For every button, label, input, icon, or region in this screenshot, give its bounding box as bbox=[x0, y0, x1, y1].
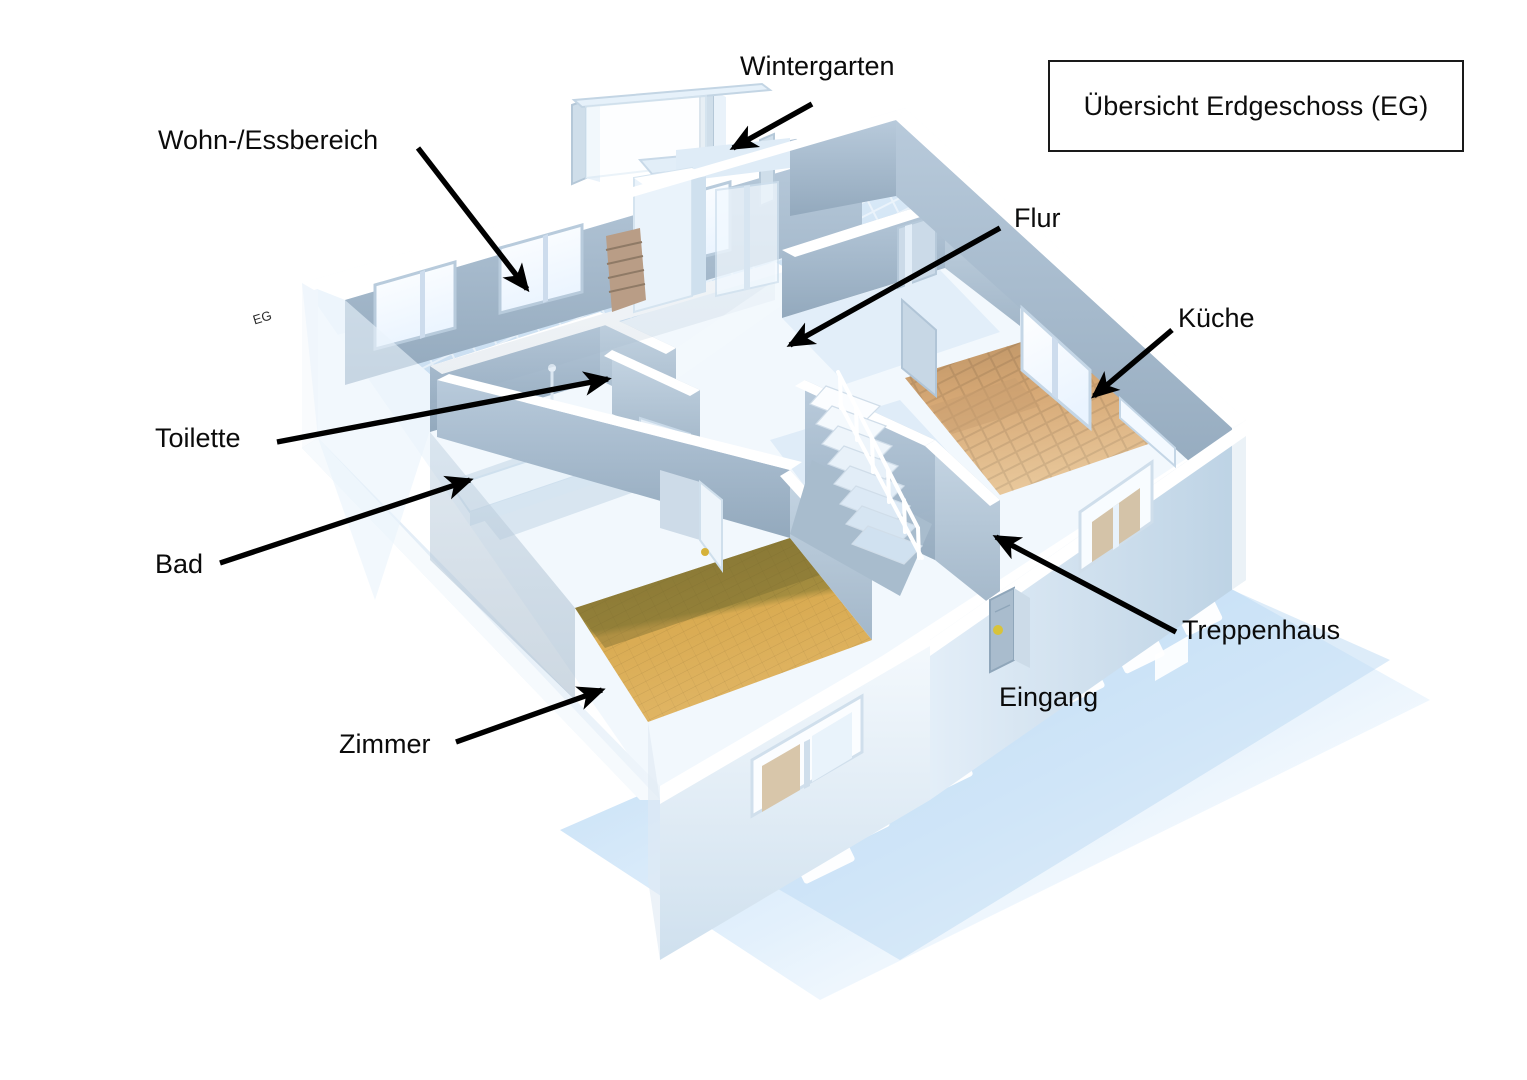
stair-railing bbox=[836, 370, 924, 560]
window-slit-kitchen bbox=[1119, 395, 1176, 469]
title-box: Übersicht Erdgeschoss (EG) bbox=[1048, 60, 1464, 152]
stairwell bbox=[790, 370, 1000, 612]
wall-central bbox=[676, 270, 790, 380]
callout-label-flur: Flur bbox=[1014, 203, 1061, 233]
callout-label-zimmer: Zimmer bbox=[339, 729, 431, 759]
callout-label-eingang: Eingang bbox=[999, 682, 1099, 712]
callout-label-treppenhaus: Treppenhaus bbox=[1182, 615, 1341, 645]
brick-stair bbox=[605, 228, 646, 312]
callout-label-toilette: Toilette bbox=[155, 423, 241, 453]
callout-label-wohn-essbereich: Wohn-/Essbereich bbox=[158, 125, 379, 155]
title-text: Übersicht Erdgeschoss (EG) bbox=[1083, 90, 1429, 121]
door-handle-icon bbox=[993, 625, 1003, 635]
callout-label-bad: Bad bbox=[155, 549, 204, 579]
floor-zimmer bbox=[575, 538, 872, 722]
entrance-door bbox=[989, 586, 1030, 674]
wall-front-exterior bbox=[648, 628, 1188, 960]
doorway-zimmer bbox=[660, 470, 700, 540]
callout-label-kueche: Küche bbox=[1178, 303, 1255, 333]
callout-label-wintergarten: Wintergarten bbox=[740, 51, 895, 81]
door-leaf-zimmer bbox=[699, 479, 723, 574]
window-facade-front bbox=[750, 693, 864, 819]
